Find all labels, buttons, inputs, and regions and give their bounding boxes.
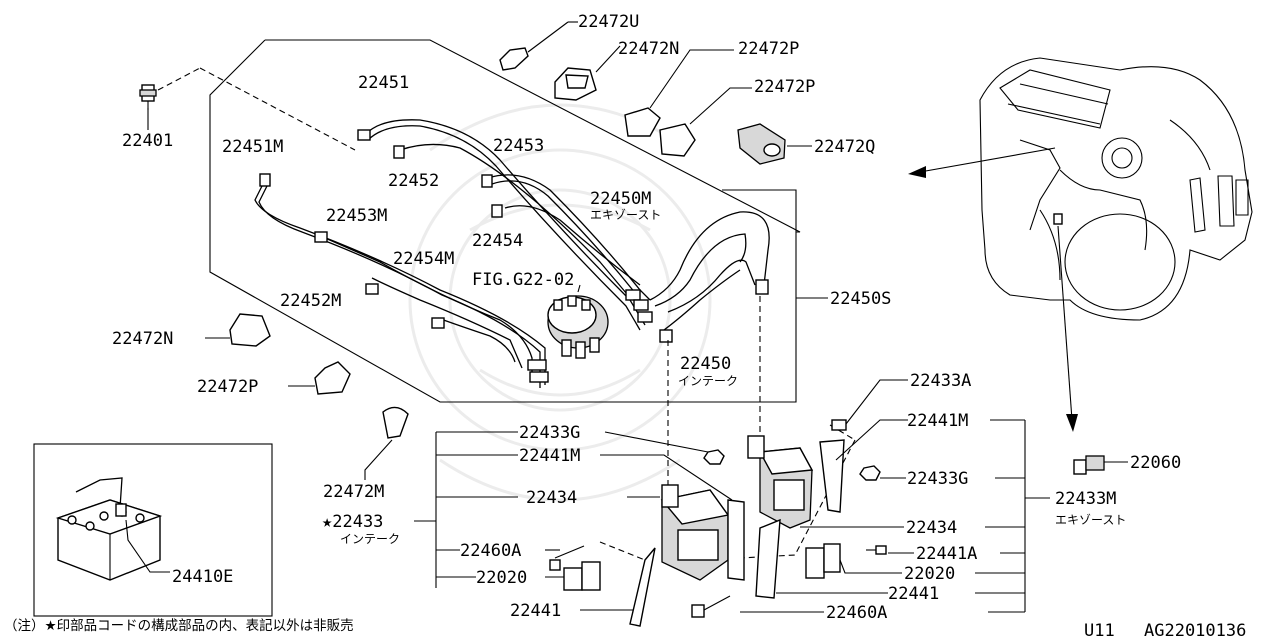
clip-22472N-left: [205, 313, 271, 347]
label-22472Q: 22472Q: [814, 137, 875, 157]
label-22433M-sub: エキゾースト: [1055, 513, 1126, 527]
spark-plug-22401: [139, 67, 356, 151]
label-22450M: 22450M: [590, 189, 651, 209]
figure-code: AG22010136: [1144, 621, 1246, 638]
footer-note: （注）★印部品コードの構成部品の内、表記以外は非販売: [4, 617, 354, 634]
label-22472P-top2: 22472P: [754, 77, 815, 97]
label-22451M: 22451M: [222, 137, 283, 157]
label-22472P-left: 22472P: [197, 377, 258, 397]
label-22454M: 22454M: [393, 249, 454, 269]
label-22452M: 22452M: [280, 291, 341, 311]
ignition-wire-panel: [209, 39, 828, 403]
label-22472N-top: 22472N: [618, 39, 679, 59]
clip-22472U: [499, 21, 578, 71]
clip-22472P-left: [288, 361, 351, 395]
label-22450S: 22450S: [830, 289, 891, 309]
label-22441M-left: 22441M: [519, 446, 580, 466]
label-22020-left: 22020: [476, 568, 527, 588]
label-22472U: 22472U: [578, 12, 639, 32]
label-22451: 22451: [358, 73, 409, 93]
label-22450M-sub: エキゾースト: [590, 208, 661, 222]
label-22401: 22401: [122, 131, 173, 151]
distributor-cap: [547, 284, 609, 359]
labels: 22472U 22472N 22472P 22472P 22472Q 22401…: [112, 12, 1181, 623]
label-22450-sub: インテーク: [678, 374, 738, 388]
battery-inset: [33, 443, 273, 617]
clip-22472M: [364, 406, 409, 480]
clip-22472N-top: [554, 45, 621, 101]
label-22441M-right: 22441M: [907, 411, 968, 431]
label-22060: 22060: [1130, 453, 1181, 473]
label-22020-right: 22020: [904, 564, 955, 584]
clip-22472P-top: [624, 49, 752, 157]
label-22441-right: 22441: [888, 584, 939, 604]
label-22433A: 22433A: [910, 371, 971, 391]
clip-22472Q: [737, 123, 812, 165]
footer: （注）★印部品コードの構成部品の内、表記以外は非販売 U11 AG2201013…: [4, 617, 1246, 638]
label-22472M: 22472M: [323, 482, 384, 502]
label-22441-left: 22441: [510, 601, 561, 621]
label-22452: 22452: [388, 171, 439, 191]
coil-assembly: [414, 296, 1050, 627]
label-22433M: 22433M: [1055, 489, 1116, 509]
ignition-wires: [254, 119, 770, 388]
label-22453: 22453: [493, 136, 544, 156]
label-22433G-right: 22433G: [907, 469, 968, 489]
label-star-22433-sub: インテーク: [340, 532, 400, 546]
label-22433G-left: 22433G: [519, 423, 580, 443]
label-22434-left: 22434: [526, 488, 577, 508]
engine-illustration: [908, 57, 1253, 475]
watermark: [408, 103, 712, 502]
label-22472P-top1: 22472P: [738, 39, 799, 59]
page-code: U11: [1084, 621, 1115, 638]
label-22434-right: 22434: [906, 518, 957, 538]
label-fig: FIG.G22-02: [472, 270, 574, 290]
label-22450: 22450: [680, 354, 731, 374]
label-22454: 22454: [472, 231, 523, 251]
label-22441A: 22441A: [916, 544, 977, 564]
label-24410E: 24410E: [172, 567, 233, 587]
label-star-22433: ★22433: [322, 512, 383, 532]
label-22460A-right: 22460A: [826, 603, 887, 623]
label-22472N-left: 22472N: [112, 329, 173, 349]
label-22453M: 22453M: [326, 206, 387, 226]
label-22460A-left: 22460A: [460, 541, 521, 561]
